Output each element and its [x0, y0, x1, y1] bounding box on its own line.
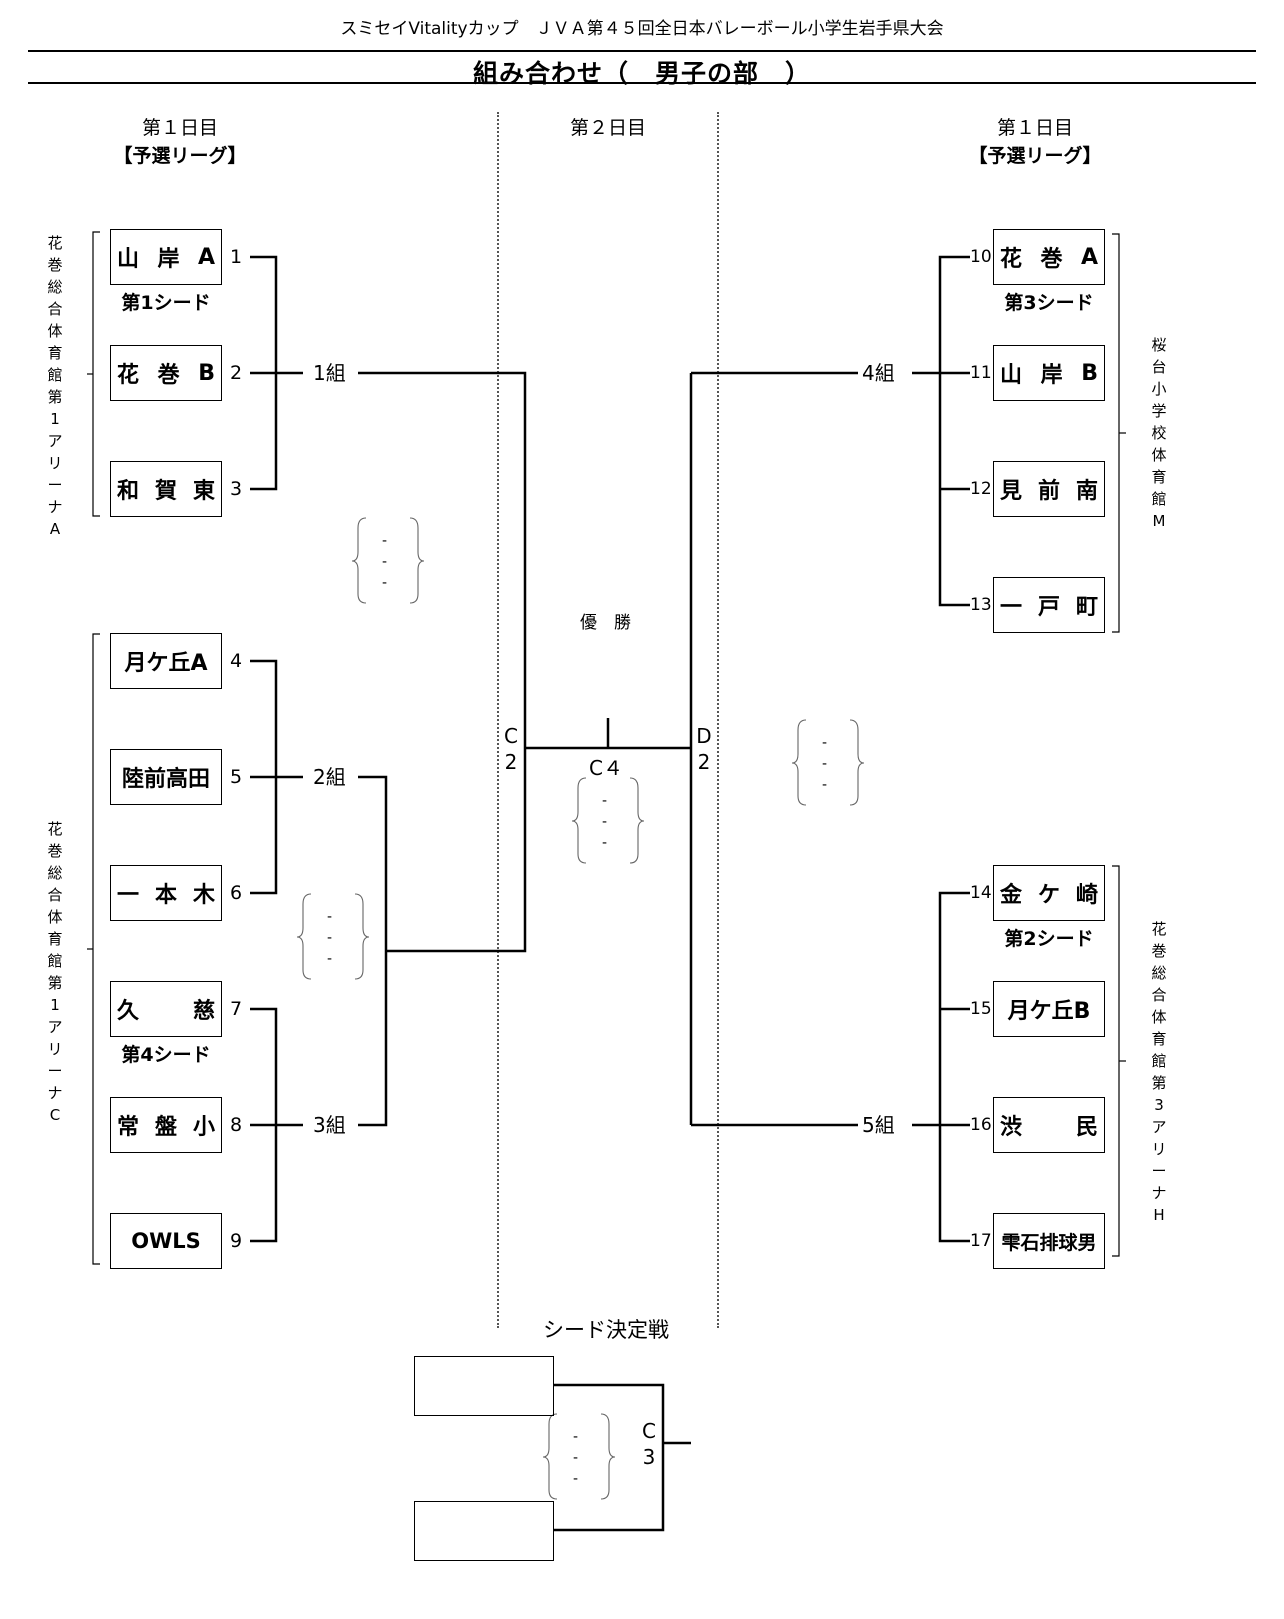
seed-label-3: 第3シード [1004, 292, 1094, 314]
left-day-sub: 【予選リーグ】 [113, 145, 247, 167]
team-number-12: 12 [970, 479, 992, 499]
center-day-label: 第２日目 [498, 114, 718, 142]
team-number-3: 3 [230, 478, 243, 500]
team-box-4: 月ケ丘A [110, 633, 222, 689]
venue-left-top: 花巻総合体育館第1アリーナA [47, 234, 63, 538]
seed-match-title: シード決定戦 [543, 1318, 669, 1342]
team-box-9: OWLS [110, 1213, 222, 1269]
right-day: 第１日目 [996, 117, 1073, 139]
score-dashes-seed: --- [573, 1429, 579, 1487]
right-day-label: 第１日目 【予選リーグ】 [925, 114, 1145, 170]
group-label-3: 3組 [313, 1113, 346, 1137]
venue-right-bottom: 花巻総合体育館第3アリーナH [1151, 920, 1167, 1224]
day-divider-right [717, 112, 719, 1328]
team-box-12: 見前南 [993, 461, 1105, 517]
venue-right-top: 桜台小学校体育館M [1151, 336, 1167, 530]
group-label-1: 1組 [313, 361, 346, 385]
team-number-13: 13 [970, 595, 992, 615]
c2-label: C 2 [504, 724, 518, 774]
center-day: 第２日目 [569, 117, 646, 139]
seed-label-2: 第2シード [1004, 928, 1094, 950]
team-box-8: 常盤小 [110, 1097, 222, 1153]
seed-match-slot-1 [414, 1356, 554, 1416]
team-number-1: 1 [230, 246, 243, 268]
d2-label: D 2 [696, 724, 712, 774]
score-dashes-3: --- [822, 735, 828, 793]
team-number-14: 14 [970, 883, 992, 903]
group-label-4: 4組 [862, 361, 895, 385]
team-box-16: 渋民 [993, 1097, 1105, 1153]
left-day-label: 第１日目 【予選リーグ】 [70, 114, 290, 170]
c3-label: C 3 [642, 1419, 656, 1469]
seed-label-1: 第1シード [121, 292, 211, 314]
team-number-8: 8 [230, 1114, 243, 1136]
team-number-11: 11 [970, 363, 992, 383]
team-box-15: 月ケ丘B [993, 981, 1105, 1037]
team-box-7: 久慈 [110, 981, 222, 1037]
title-rule [28, 82, 1256, 84]
team-box-3: 和賀東 [110, 461, 222, 517]
team-number-9: 9 [230, 1230, 243, 1252]
team-number-16: 16 [970, 1115, 992, 1135]
team-number-17: 17 [970, 1231, 992, 1251]
left-day: 第１日目 [141, 117, 218, 139]
champion-label: 優 勝 [580, 613, 631, 633]
team-number-10: 10 [970, 247, 992, 267]
score-dashes-final: --- [602, 793, 608, 851]
group-label-2: 2組 [313, 765, 346, 789]
team-box-14: 金ケ崎 [993, 865, 1105, 921]
score-dashes-1: --- [382, 533, 388, 591]
team-number-5: 5 [230, 766, 243, 788]
tournament-header: スミセイVitalityカップ ＪＶＡ第４５回全日本バレーボール小学生岩手県大会 [340, 19, 944, 39]
team-number-7: 7 [230, 998, 243, 1020]
team-number-6: 6 [230, 882, 243, 904]
venue-left-bottom: 花巻総合体育館第1アリーナC [47, 820, 63, 1124]
score-dashes-2: --- [327, 909, 333, 967]
team-number-4: 4 [230, 650, 243, 672]
team-number-2: 2 [230, 362, 243, 384]
team-box-13: 一戸町 [993, 577, 1105, 633]
team-number-15: 15 [970, 999, 992, 1019]
seed-match-slot-2 [414, 1501, 554, 1561]
team-box-17: 雫石排球男 [993, 1213, 1105, 1269]
team-box-5: 陸前高田 [110, 749, 222, 805]
seed-label-4: 第4シード [121, 1044, 211, 1066]
right-day-sub: 【予選リーグ】 [968, 145, 1102, 167]
c4-label: C４ [589, 756, 623, 780]
group-label-5: 5組 [862, 1113, 895, 1137]
team-box-6: 一本木 [110, 865, 222, 921]
top-rule [28, 50, 1256, 52]
day-divider-left [497, 112, 499, 1328]
